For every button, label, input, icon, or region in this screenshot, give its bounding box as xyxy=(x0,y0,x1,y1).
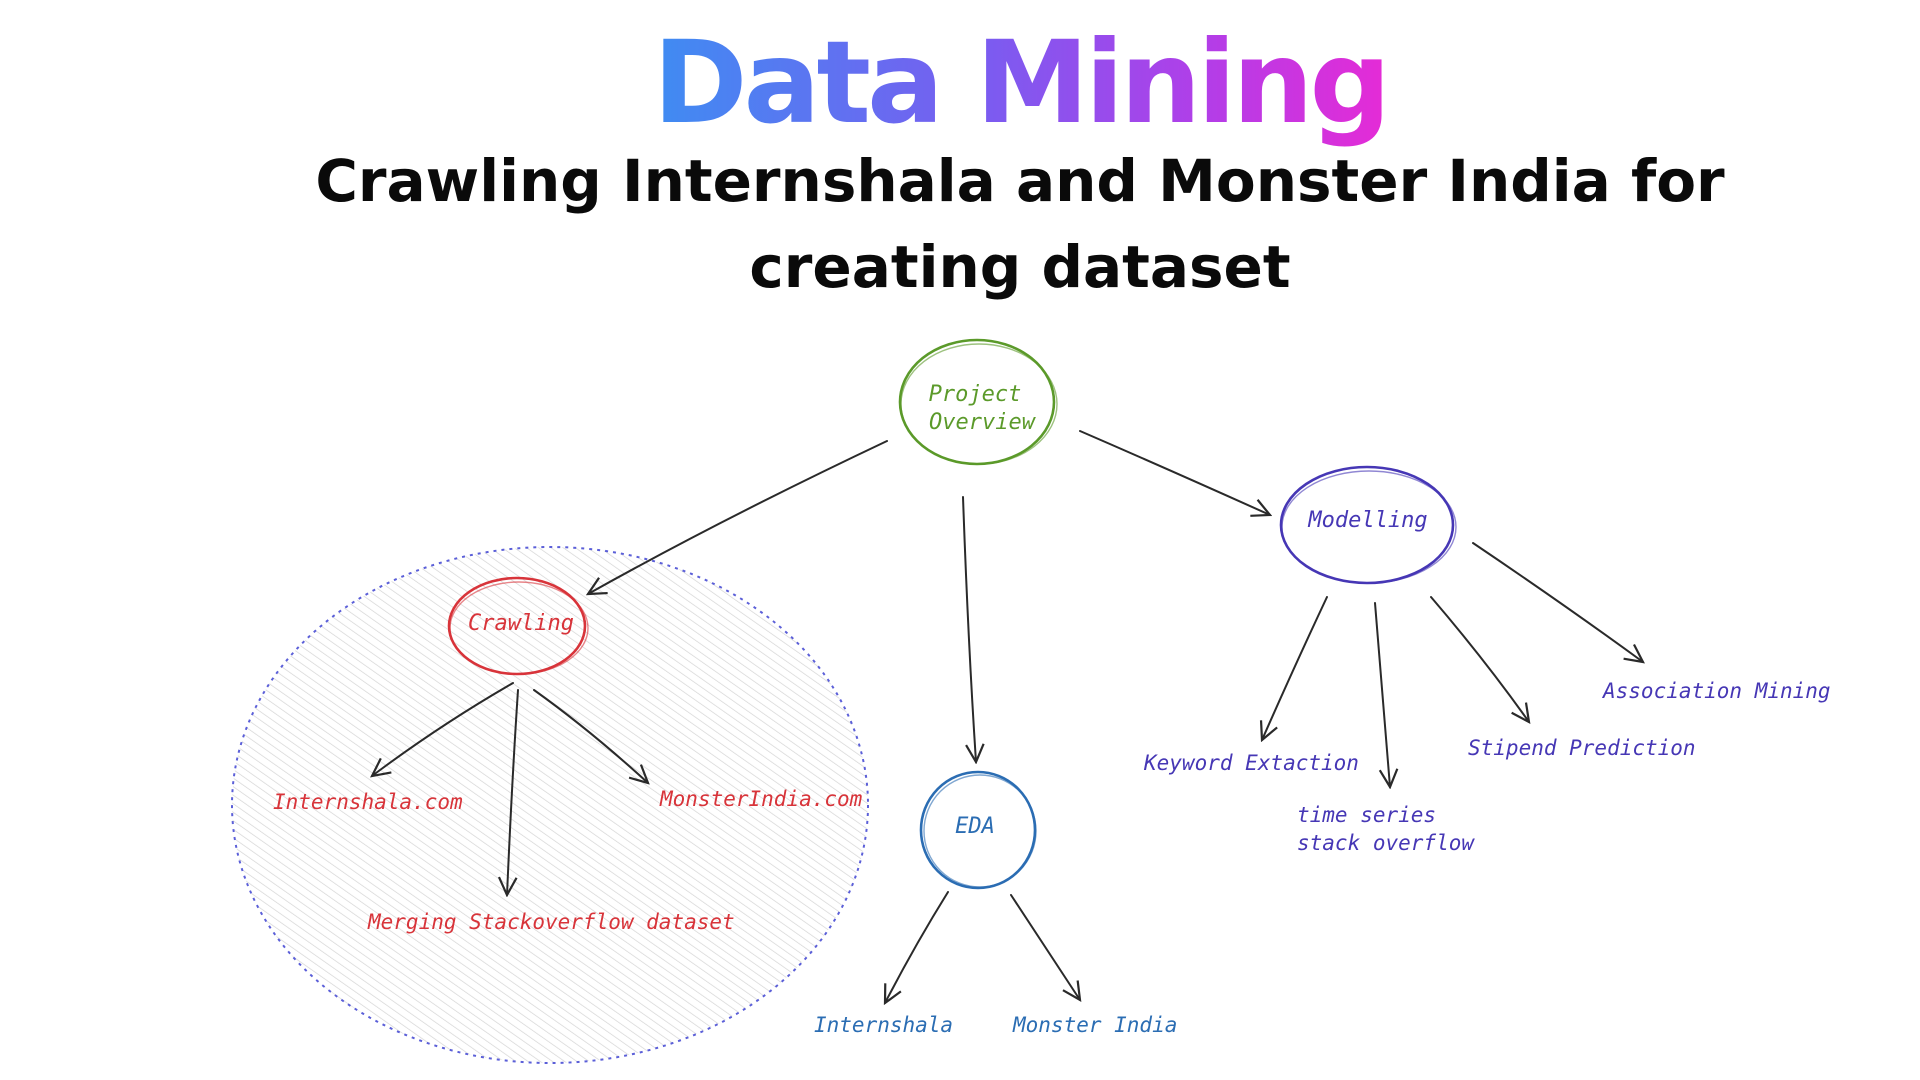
arrow-overview-to-modelling xyxy=(1079,430,1270,515)
leaf-eda-monster-india: Monster India xyxy=(1012,1013,1177,1037)
arrow-modelling-to-timeseries xyxy=(1374,602,1390,787)
arrow-overview-to-crawling xyxy=(588,440,888,594)
eda-node xyxy=(919,770,1037,890)
modelling-node xyxy=(1279,465,1457,585)
eda-label: EDA xyxy=(955,814,995,839)
leaf-stipend-prediction: Stipend Prediction xyxy=(1468,736,1696,760)
leaf-association-mining: Association Mining xyxy=(1601,679,1831,703)
leaf-time-series-line1: time series xyxy=(1297,803,1436,827)
arrow-eda-to-internshala xyxy=(885,891,949,1003)
arrow-eda-to-monster xyxy=(1010,894,1080,1000)
arrow-crawling-to-internshala xyxy=(372,682,514,776)
arrow-crawling-to-merging xyxy=(507,689,519,895)
project-overview-label-line2: Overview xyxy=(929,410,1037,435)
leaf-time-series-line2: stack overflow xyxy=(1297,831,1475,855)
leaf-internshala-com: Internshala.com xyxy=(273,790,463,814)
project-overview-label-line1: Project xyxy=(929,382,1022,407)
arrow-modelling-to-stipend xyxy=(1430,596,1529,722)
crawling-node xyxy=(447,576,589,676)
arrow-modelling-to-keyword xyxy=(1262,596,1328,740)
arrow-crawling-to-monsterindia xyxy=(533,689,648,783)
project-overview-node xyxy=(898,338,1058,466)
arrow-modelling-to-association xyxy=(1472,542,1643,662)
crawling-group-area xyxy=(231,546,869,1064)
leaf-merging-stackoverflow: Merging Stackoverflow dataset xyxy=(367,910,735,934)
leaf-monsterindia-com: MonsterIndia.com xyxy=(659,787,863,811)
crawling-label: Crawling xyxy=(468,611,574,636)
modelling-label: Modelling xyxy=(1307,508,1427,533)
page-title: Data Mining xyxy=(652,16,1391,149)
page-subtitle: Crawling Internshala and Monster India f… xyxy=(315,147,1725,301)
leaf-eda-internshala: Internshala xyxy=(814,1013,953,1037)
arrow-overview-to-eda xyxy=(962,496,976,762)
leaf-keyword-extraction: Keyword Extaction xyxy=(1143,751,1359,775)
